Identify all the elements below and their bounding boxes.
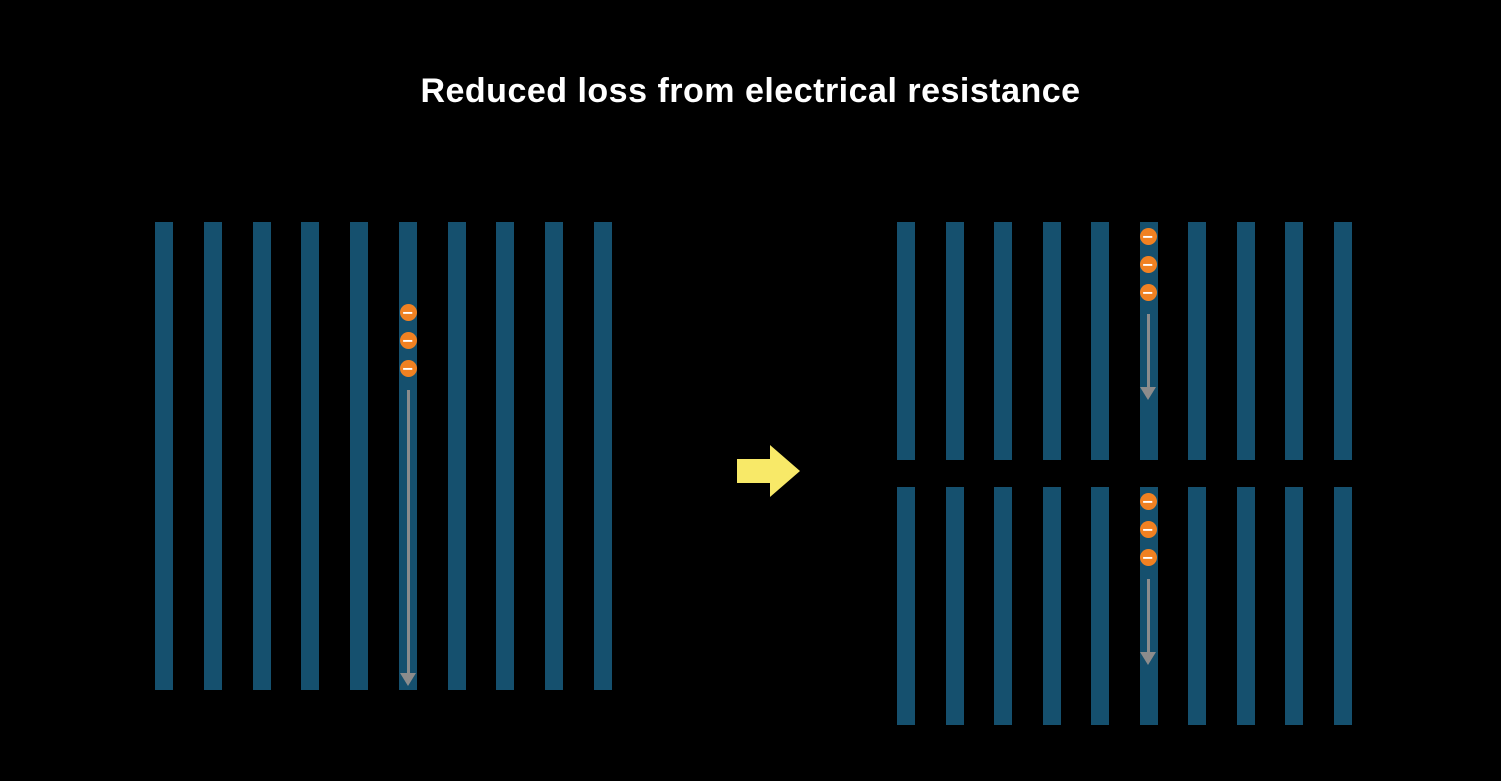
electron-icon: − bbox=[1139, 519, 1157, 540]
conductor-bar bbox=[897, 487, 915, 725]
conductor-bar bbox=[447, 222, 466, 690]
conductor-bar bbox=[994, 487, 1013, 725]
electron-flow-half-cell-top: − − − bbox=[1139, 228, 1157, 400]
minus-symbol: − bbox=[1142, 519, 1154, 540]
conductor-bar bbox=[350, 222, 369, 690]
conductor-bar bbox=[301, 222, 320, 690]
electron-icon: − bbox=[1139, 491, 1157, 512]
electron-icon: − bbox=[1139, 254, 1157, 275]
conductor-bar bbox=[1188, 222, 1207, 460]
minus-symbol: − bbox=[402, 302, 414, 323]
down-arrow-icon bbox=[1146, 579, 1150, 652]
full-cell-panel bbox=[155, 222, 612, 690]
electron-group: − − − bbox=[399, 302, 417, 388]
page-title: Reduced loss from electrical resistance bbox=[420, 72, 1081, 110]
conductor-bar bbox=[1091, 487, 1110, 725]
conductor-bar bbox=[1333, 487, 1352, 725]
right-arrow-shaft bbox=[737, 459, 770, 483]
electron-flow-full-cell: − − − bbox=[399, 304, 417, 686]
minus-symbol: − bbox=[1142, 254, 1154, 275]
half-cell-top-bar-group bbox=[897, 222, 1352, 460]
conductor-bar bbox=[593, 222, 612, 690]
down-arrowhead-icon bbox=[400, 673, 416, 686]
conductor-bar bbox=[252, 222, 271, 690]
conductor-bar bbox=[1333, 222, 1352, 460]
electron-icon: − bbox=[1139, 282, 1157, 303]
conductor-bar bbox=[994, 222, 1013, 460]
electron-icon: − bbox=[399, 330, 417, 351]
electron-icon: − bbox=[399, 302, 417, 323]
down-arrowhead-icon bbox=[1140, 387, 1156, 400]
half-cell-top-panel bbox=[897, 222, 1352, 460]
minus-symbol: − bbox=[1142, 491, 1154, 512]
conductor-bar bbox=[545, 222, 564, 690]
conductor-bar bbox=[1091, 222, 1110, 460]
right-arrowhead bbox=[770, 445, 800, 497]
conductor-bar bbox=[496, 222, 515, 690]
conductor-bar bbox=[155, 222, 173, 690]
down-arrow-icon bbox=[406, 390, 410, 673]
electron-icon: − bbox=[1139, 226, 1157, 247]
minus-symbol: − bbox=[1142, 282, 1154, 303]
electron-group: − − − bbox=[1139, 491, 1157, 577]
conductor-bar bbox=[945, 222, 964, 460]
minus-symbol: − bbox=[1142, 226, 1154, 247]
conductor-bar bbox=[1236, 487, 1255, 725]
conductor-bar bbox=[1285, 487, 1304, 725]
down-arrowhead-icon bbox=[1140, 652, 1156, 665]
conductor-bar bbox=[1188, 487, 1207, 725]
full-cell-bar-group bbox=[155, 222, 612, 690]
conductor-bar bbox=[1042, 487, 1061, 725]
conductor-bar bbox=[1236, 222, 1255, 460]
electron-flow-half-cell-bottom: − − − bbox=[1139, 493, 1157, 665]
conductor-bar bbox=[945, 487, 964, 725]
conductor-bar bbox=[1042, 222, 1061, 460]
down-arrow-icon bbox=[1146, 314, 1150, 387]
conductor-bar bbox=[897, 222, 915, 460]
minus-symbol: − bbox=[1142, 547, 1154, 568]
right-arrow-icon bbox=[737, 445, 800, 497]
minus-symbol: − bbox=[402, 330, 414, 351]
electron-group: − − − bbox=[1139, 226, 1157, 312]
conductor-bar bbox=[203, 222, 222, 690]
electron-icon: − bbox=[1139, 547, 1157, 568]
conductor-bar bbox=[1285, 222, 1304, 460]
half-cell-bottom-panel bbox=[897, 487, 1352, 725]
minus-symbol: − bbox=[402, 358, 414, 379]
electron-icon: − bbox=[399, 358, 417, 379]
half-cell-bottom-bar-group bbox=[897, 487, 1352, 725]
